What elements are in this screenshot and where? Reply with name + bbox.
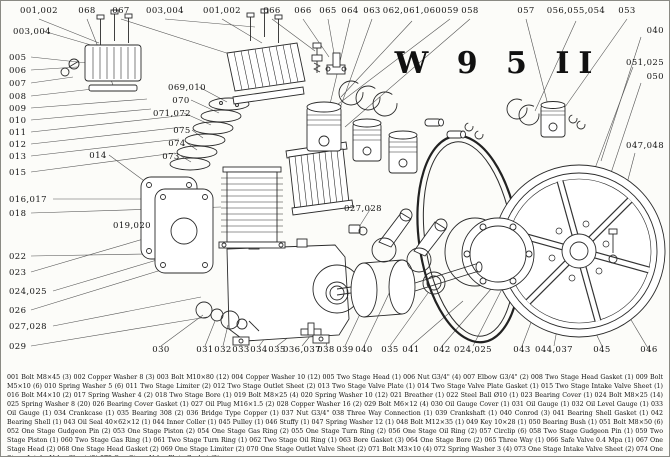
part-callout: 003,004 bbox=[13, 27, 51, 37]
oil-gauge-parts bbox=[195, 301, 260, 332]
part-callout: 039 bbox=[336, 345, 354, 355]
part-callout: 059 bbox=[441, 6, 459, 16]
part-callout: 011 bbox=[9, 128, 27, 138]
part-callout: 034 bbox=[250, 345, 268, 355]
part-callout: 067 bbox=[112, 6, 130, 16]
oil-plug bbox=[348, 224, 368, 236]
one-stage-head bbox=[226, 8, 306, 105]
part-callout: 006 bbox=[9, 66, 27, 76]
part-callout: 008 bbox=[9, 92, 27, 102]
flywheel-bolt bbox=[608, 228, 618, 264]
part-callout: 043 bbox=[513, 345, 531, 355]
one-stage-piston-kit-right bbox=[506, 98, 586, 138]
part-callout: 030 bbox=[152, 345, 170, 355]
valve-plate-stack bbox=[169, 97, 250, 171]
bearing-cover-plates bbox=[140, 176, 214, 274]
part-callout: 035 bbox=[268, 345, 286, 355]
part-callout: 062,061,060 bbox=[382, 6, 442, 16]
part-callout: 009 bbox=[9, 104, 27, 114]
part-callout: 066 bbox=[294, 6, 312, 16]
leader-lines bbox=[30, 18, 650, 351]
part-callout: 029 bbox=[9, 342, 27, 352]
two-stage-piston bbox=[306, 101, 342, 152]
three-way-fitting bbox=[325, 52, 347, 75]
part-callout: 040 bbox=[355, 345, 373, 355]
part-callout: 001,002 bbox=[203, 6, 241, 16]
part-callout: 045 bbox=[593, 345, 611, 355]
part-callout: 036,037 bbox=[283, 345, 321, 355]
part-callout: 018 bbox=[9, 209, 27, 219]
part-callout: 033 bbox=[232, 345, 250, 355]
part-callout: 012 bbox=[9, 140, 27, 150]
safety-valve bbox=[311, 42, 323, 73]
part-callout: 007 bbox=[9, 79, 27, 89]
part-callout: 056,055,054 bbox=[546, 6, 606, 16]
part-callout: 022 bbox=[9, 252, 27, 262]
bearings bbox=[325, 271, 446, 305]
part-callout: 040 bbox=[646, 26, 664, 36]
part-callout: 027,028 bbox=[344, 204, 382, 214]
part-callout: 001,002 bbox=[20, 6, 58, 16]
part-callout: 024,025 bbox=[454, 345, 492, 355]
part-callout: 014 bbox=[89, 151, 107, 161]
part-callout: 074 bbox=[168, 139, 186, 149]
part-callout: 027,028 bbox=[9, 322, 47, 332]
part-callout: 035 bbox=[381, 345, 399, 355]
part-callout: 010 bbox=[9, 116, 27, 126]
part-callout: 050 bbox=[646, 72, 664, 82]
flywheel bbox=[492, 164, 666, 338]
part-callout: 047,048 bbox=[626, 141, 664, 151]
part-callout: 024,025 bbox=[9, 287, 47, 297]
model-title: W 9 5 II bbox=[394, 46, 602, 81]
part-callout: 019,020 bbox=[113, 221, 151, 231]
part-callout: 057 bbox=[517, 6, 535, 16]
part-callout: 003,004 bbox=[146, 6, 184, 16]
part-callout: 042 bbox=[433, 345, 451, 355]
part-callout: 044,037 bbox=[535, 345, 573, 355]
part-callout: 016,017 bbox=[9, 195, 47, 205]
part-callout: 013 bbox=[9, 152, 27, 162]
one-stage-pistons bbox=[352, 118, 418, 174]
crankcase bbox=[226, 238, 362, 346]
bridge-type-copper bbox=[300, 322, 322, 336]
part-callout: 063 bbox=[363, 6, 381, 16]
gudgeon-pins bbox=[424, 118, 466, 139]
part-callout: 075 bbox=[173, 126, 191, 136]
part-callout: 041 bbox=[402, 345, 420, 355]
part-callout: 026 bbox=[9, 306, 27, 316]
hub-bolt-holes bbox=[548, 220, 610, 282]
crankshaft bbox=[336, 259, 483, 318]
part-callout: 058 bbox=[461, 6, 479, 16]
part-callout: 046 bbox=[640, 345, 658, 355]
circlips bbox=[464, 122, 484, 140]
part-callout: 051,025 bbox=[626, 58, 664, 68]
drawing-parts bbox=[60, 8, 666, 346]
part-callout: 070 bbox=[172, 96, 190, 106]
part-callout: 064 bbox=[341, 6, 359, 16]
two-stage-head bbox=[60, 9, 142, 92]
part-callout: 066 bbox=[263, 6, 281, 16]
part-callout: 071,072 bbox=[153, 109, 191, 119]
part-callout: 068 bbox=[78, 6, 96, 16]
parts-list: 001 Bolt M8×45 (3) 002 Copper Washer 8 (… bbox=[7, 374, 663, 456]
part-callout: 069,010 bbox=[168, 83, 206, 93]
part-callout: 005 bbox=[9, 53, 27, 63]
conrods bbox=[371, 208, 448, 273]
one-stage-cylinder bbox=[285, 141, 354, 216]
part-callout: 065 bbox=[319, 6, 337, 16]
two-stage-cylinder bbox=[218, 166, 286, 249]
part-callout: 053 bbox=[618, 6, 636, 16]
bearing-shell bbox=[444, 217, 535, 291]
part-callout: 038 bbox=[317, 345, 335, 355]
piston-rings bbox=[338, 80, 398, 117]
part-callout: 015 bbox=[9, 168, 27, 178]
part-callout: 023 bbox=[9, 268, 27, 278]
part-callout: 031 bbox=[196, 345, 214, 355]
part-callout: 032 bbox=[214, 345, 232, 355]
part-callout: 073 bbox=[162, 152, 180, 162]
